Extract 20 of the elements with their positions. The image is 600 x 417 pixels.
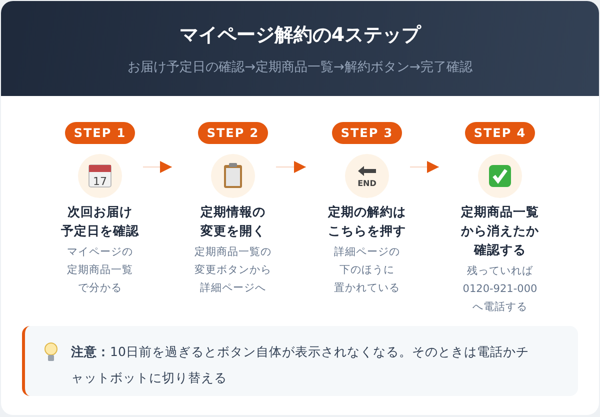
- step-title: 定期情報の変更を開く: [199, 203, 266, 240]
- step-badge: STEP 3: [332, 122, 402, 144]
- step-title: 次回お届け予定日を確認: [60, 203, 140, 240]
- note-box: [22, 326, 578, 396]
- step-badge: STEP 2: [198, 122, 268, 144]
- note-text: 注意：10日前を過ぎるとボタン自体が表示されなくなる。そのときは電話かチャットボットに切り替える: [71, 343, 530, 387]
- arrow: [410, 161, 440, 173]
- subtitle: お届け予定日の確認→定期商品一覧→解約ボタン→完了確認: [126, 59, 474, 76]
- step-title: 定期商品一覧から消えたか確認する: [460, 203, 540, 259]
- step-title: 定期の解約はこちらを押す: [326, 203, 407, 240]
- calendar-icon: 17: [78, 154, 122, 198]
- arrow: [276, 161, 306, 173]
- step-description: マイページの定期商品一覧で分かる: [66, 245, 134, 296]
- step-description: 定期商品一覧の変更ボタンから詳細ページへ: [194, 245, 272, 296]
- arrow: [142, 161, 172, 173]
- step-badge: STEP 1: [65, 122, 135, 144]
- step-description: 残っていれば0120-921-000へ電話する: [462, 264, 538, 315]
- step-badge: STEP 4: [465, 122, 535, 144]
- step-description: 詳細ページの下のほうに置かれている: [333, 245, 401, 296]
- title: マイページ解約の4ステップ: [178, 23, 422, 48]
